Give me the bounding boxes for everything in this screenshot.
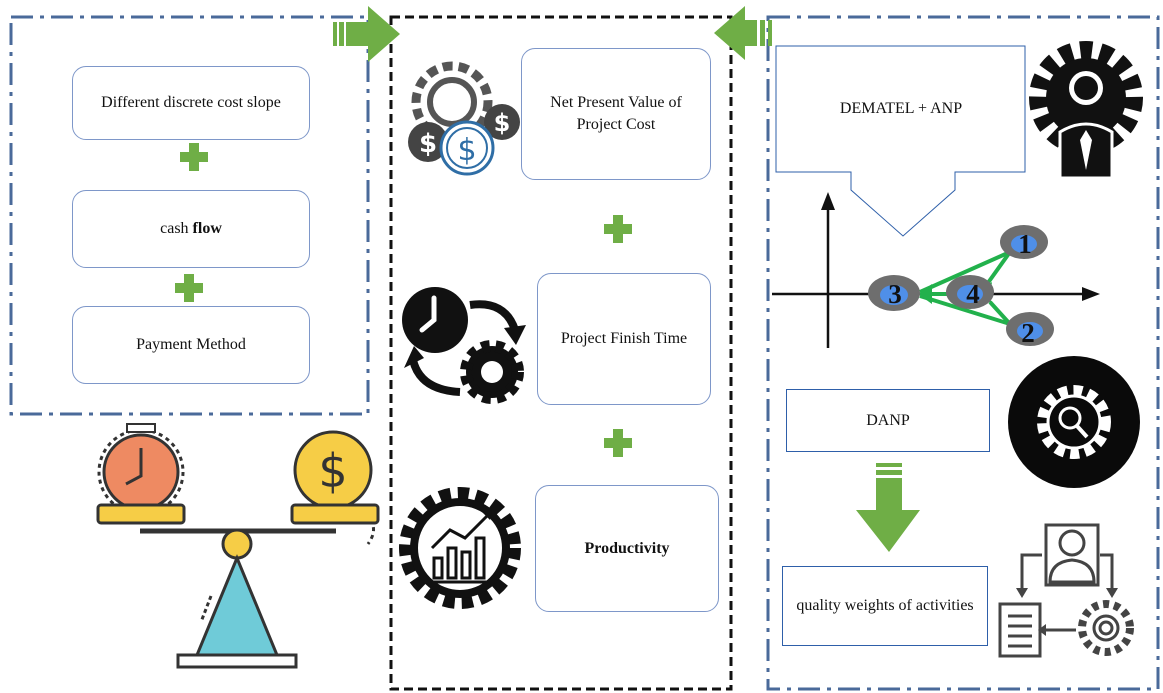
plus-icon (175, 274, 203, 302)
arrow-left-icon (714, 6, 772, 60)
node-label-2: 2 (1021, 318, 1035, 348)
money-gears-icon: $ $ $ (408, 61, 520, 176)
center-panel-border (389, 15, 733, 691)
dematel-anp-label: DEMATEL + ANP (839, 100, 963, 117)
workflow-icon (998, 523, 1134, 658)
right-panel-border (766, 15, 1160, 691)
quality-weights-box: quality weights of activities (782, 566, 988, 646)
graph-node-1 (1000, 225, 1048, 259)
graph-node-3 (868, 275, 920, 311)
node-label-4: 4 (966, 279, 980, 309)
productivity-box: Productivity (535, 485, 719, 612)
graph-edges (919, 250, 1012, 326)
graph-node-2 (1006, 312, 1054, 346)
productivity-label: Productivity (584, 539, 670, 557)
project-finish-time-label: Project Finish Time (560, 330, 688, 347)
svg-text:$: $ (419, 129, 437, 159)
quality-weights-label: quality weights of activities (796, 597, 974, 614)
discrete-cost-slope-box: Different discrete cost slope (72, 66, 310, 140)
svg-text:$: $ (457, 133, 476, 168)
payment-method-box: Payment Method (72, 306, 310, 384)
cash-flow-box: cash flow (72, 190, 310, 268)
node-label-3: 3 (888, 279, 902, 309)
left-panel-border (9, 15, 370, 416)
cash-flow-label-bold: flow (192, 220, 222, 237)
plus-icon (180, 143, 208, 171)
svg-text:$: $ (494, 109, 511, 137)
discrete-cost-slope-label: Different discrete cost slope (101, 94, 281, 111)
svg-text:$: $ (318, 444, 347, 498)
dematel-down-arrow (775, 45, 1026, 237)
cash-flow-label: cash flow (160, 218, 222, 240)
businessman-gear-icon (1029, 41, 1143, 180)
danp-label: DANP (866, 411, 910, 429)
clock-gear-icon (402, 287, 526, 404)
payment-method-label: Payment Method (136, 336, 246, 353)
project-finish-time-box: Project Finish Time (537, 273, 711, 405)
npv-project-cost-box: Net Present Value of Project Cost (521, 48, 711, 180)
plus-icon (604, 429, 632, 457)
node-label-1: 1 (1018, 229, 1032, 259)
cash-flow-label-prefix: cash (160, 220, 193, 237)
plus-icon (604, 215, 632, 243)
danp-box: DANP (786, 389, 990, 452)
npv-project-cost-label: Net Present Value of Project Cost (550, 94, 682, 133)
productivity-chart-gear-icon (399, 487, 521, 609)
search-gear-icon (1008, 356, 1140, 488)
arrow-down-icon (856, 463, 920, 552)
arrow-right-icon (333, 6, 400, 62)
time-money-scale-icon: $ (96, 423, 380, 669)
graph-node-4 (946, 275, 994, 309)
